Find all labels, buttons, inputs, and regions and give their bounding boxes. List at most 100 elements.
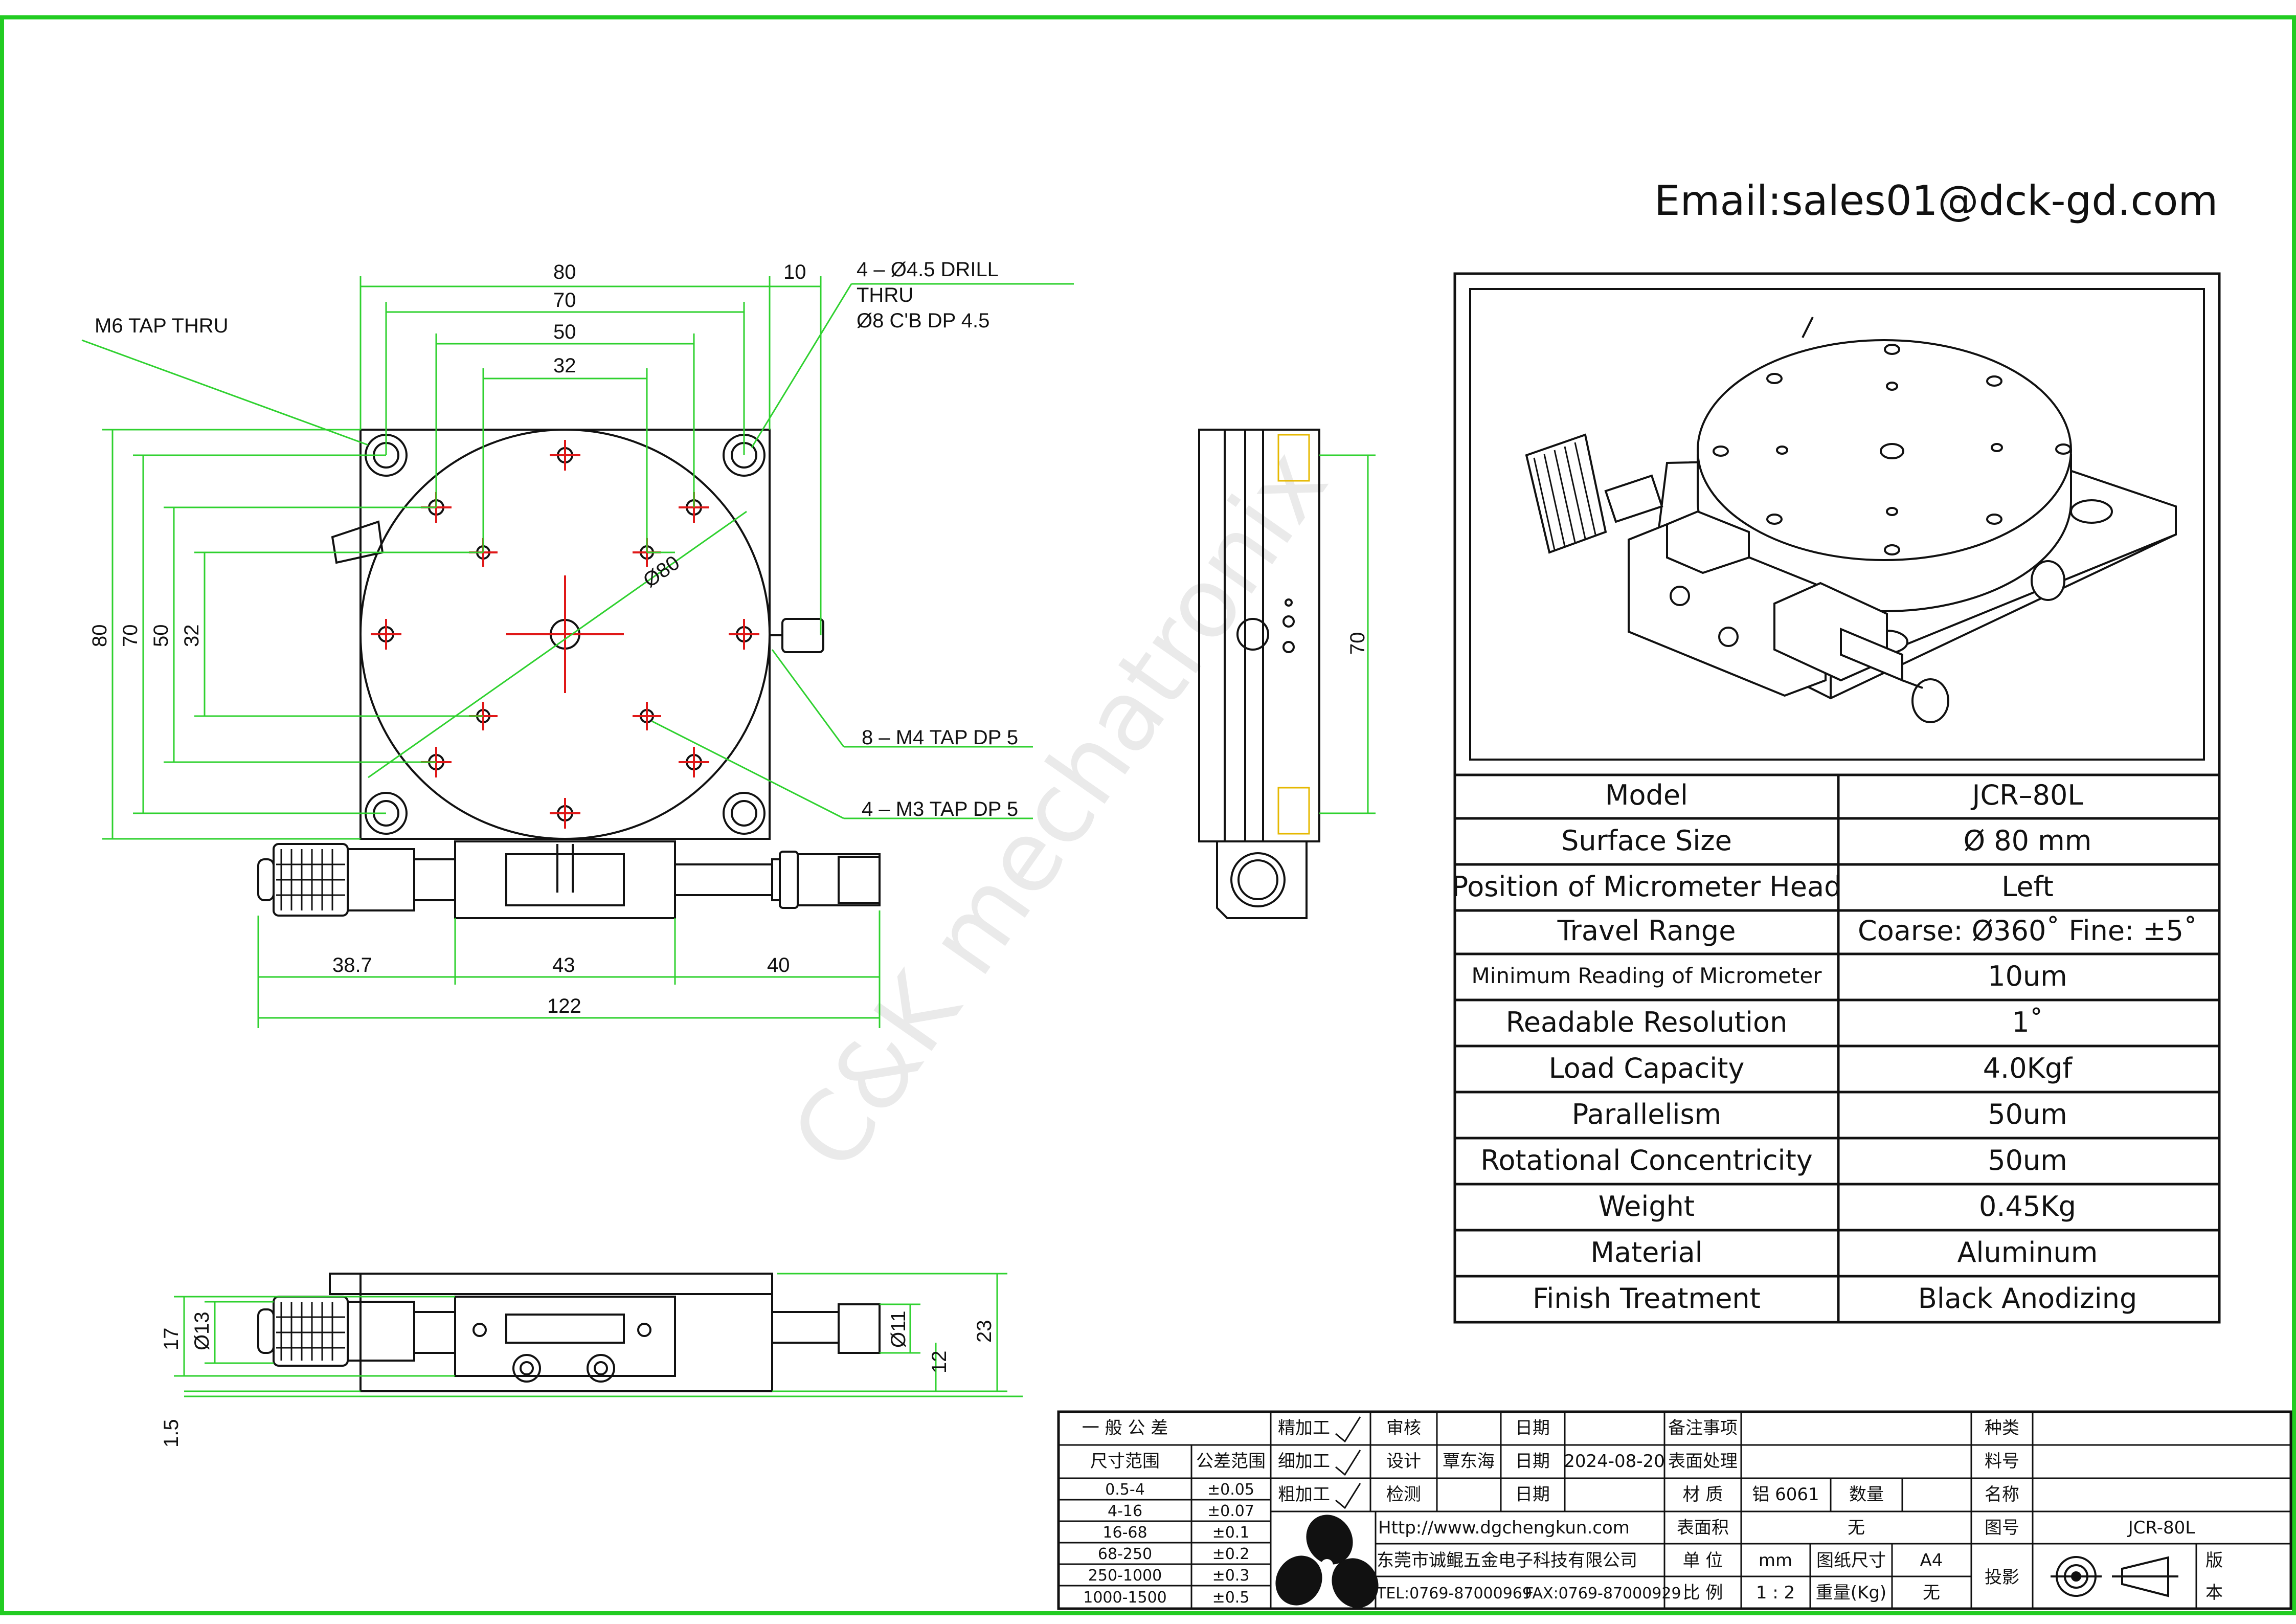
projection-symbol-icon [2051,1556,2178,1597]
tb-drawing-no-value: JCR-80L [2127,1518,2195,1538]
tb-scale-value: 1 : 2 [1756,1583,1795,1603]
tb-tol-4: ±0.2 [1212,1545,1250,1563]
spec-label-readable-resolution: Readable Resolution [1506,1006,1788,1038]
tb-unit-value: mm [1759,1550,1792,1571]
dim-front-23: 23 [973,1320,996,1343]
dim-left-32: 32 [181,625,203,648]
tb-tel: TEL:0769-87000969 [1376,1585,1532,1603]
spec-value-minimum-reading: 10um [1988,960,2067,992]
title-block: 一 般 公 差 尺寸范围 公差范围 0.5-4 ±0.05 4-16 ±0.07… [1057,1410,2292,1610]
spec-label-load-capacity: Load Capacity [1549,1052,1745,1084]
tb-tol-6: ±0.5 [1212,1589,1250,1607]
tb-drawing-no: 图号 [1985,1518,2019,1538]
spec-table: Model JCR–80L Surface Size Ø 80 mm Posit… [1452,773,2221,1324]
spec-label-weight: Weight [1599,1190,1695,1222]
tb-range-6: 1000-1500 [1083,1589,1167,1607]
top-view-dimension-lines [81,276,1074,1028]
email-address: Email:sales01@dck-gd.com [1654,177,2218,225]
dim-front-d11: Ø11 [887,1310,910,1348]
dim-top-50: 50 [553,321,576,343]
spec-label-rotational-concentricity: Rotational Concentricity [1480,1144,1812,1176]
tb-part-no: 料号 [1985,1451,2019,1472]
tb-tol-5: ±0.3 [1212,1567,1250,1585]
tb-paper-size: 图纸尺寸 [1816,1550,1886,1571]
tb-material-value: 铝 6061 [1752,1484,1819,1505]
spec-label-surface-size: Surface Size [1561,825,1732,857]
tb-tol-1: ±0.05 [1207,1481,1254,1499]
tb-tolerance-header: 一 般 公 差 [1082,1418,1168,1438]
dim-top-32: 32 [553,354,576,377]
spec-label-finish-treatment: Finish Treatment [1533,1282,1761,1315]
spec-label-model: Model [1605,779,1688,811]
tb-range-1: 0.5-4 [1105,1481,1145,1499]
tb-material: 材 质 [1683,1484,1723,1505]
tb-range-5: 250-1000 [1088,1567,1162,1585]
spec-value-model: JCR–80L [1971,779,2083,811]
tb-tol-2: ±0.07 [1207,1502,1254,1520]
tb-design: 设计 [1386,1451,1421,1472]
tb-tolerance-range: 公差范围 [1196,1451,1266,1472]
tb-finish-fine: 精加工 [1278,1418,1330,1438]
dim-bottom-43: 43 [552,954,575,976]
top-view [257,429,881,919]
tb-date-value: 2024-08-20 [1564,1451,1665,1472]
spec-value-surface-size: Ø 80 mm [1964,825,2092,857]
front-view-dimension-lines [174,1273,1023,1397]
dim-left-80: 80 [88,625,111,648]
tb-category: 种类 [1985,1418,2019,1438]
tb-finish-medium: 细加工 [1278,1451,1330,1472]
tb-quantity: 数量 [1849,1484,1884,1505]
tb-range-2: 4-16 [1108,1502,1142,1520]
side-view [1198,429,1320,919]
tb-date-1: 日期 [1515,1418,1550,1438]
spec-value-readable-resolution: 1˚ [2012,1006,2043,1038]
tb-scale: 比 例 [1683,1583,1723,1603]
spec-value-rotational-concentricity: 50um [1988,1144,2067,1176]
tb-weight-value: 无 [1923,1583,1940,1603]
dim-bottom-38-7: 38.7 [332,954,372,976]
tb-surface-treatment: 表面处理 [1668,1451,1738,1472]
dim-front-d13: Ø13 [191,1311,213,1350]
spec-value-micrometer-position: Left [2001,871,2054,903]
spec-value-travel-range: Coarse: Ø360˚ Fine: ±5˚ [1858,915,2197,947]
tb-version-2: 本 [2205,1583,2223,1603]
tb-notes: 备注事项 [1668,1418,1738,1438]
tb-name: 名称 [1985,1484,2019,1505]
spec-label-micrometer-position: Position of Micrometer Head [1452,871,1842,903]
front-view [257,1273,881,1392]
tb-company: 东莞市诚鲲五金电子科技有限公司 [1377,1550,1637,1571]
spec-value-load-capacity: 4.0Kgf [1983,1052,2074,1084]
tb-date-3: 日期 [1515,1484,1550,1505]
tb-tol-3: ±0.1 [1212,1524,1250,1542]
company-logo [1275,1515,1379,1608]
drawing-frame [0,15,2296,1615]
tb-fax: FAX:0769-87000929 [1525,1585,1681,1603]
dim-side-70: 70 [1346,632,1369,655]
tb-range-4: 68-250 [1098,1545,1152,1563]
tb-weight: 重量(Kg) [1816,1583,1886,1603]
stage-holes [1713,344,2072,555]
tb-review: 审核 [1386,1418,1421,1438]
tb-designer: 覃东海 [1443,1451,1495,1472]
spec-label-parallelism: Parallelism [1572,1098,1722,1130]
tb-range-3: 16-68 [1102,1524,1147,1542]
note-drill-line3: Ø8 C'B DP 4.5 [857,309,989,332]
dim-left-70: 70 [119,625,142,648]
spec-label-travel-range: Travel Range [1557,915,1736,947]
spec-value-parallelism: 50um [1988,1098,2067,1130]
micrometer-head [257,840,881,919]
note-m3-tap: 4 – M3 TAP DP 5 [862,798,1018,820]
dim-front-17: 17 [160,1328,183,1351]
tb-projection: 投影 [1985,1567,2019,1588]
dim-front-1-5: 1.5 [160,1419,183,1448]
spec-value-material: Aluminum [1957,1236,2098,1269]
tb-surface-area-value: 无 [1848,1518,1865,1538]
note-drill-line2: THRU [857,284,913,306]
dim-bottom-122: 122 [547,995,581,1017]
spec-value-finish-treatment: Black Anodizing [1918,1282,2137,1315]
tb-unit: 单 位 [1683,1550,1723,1571]
dim-top-80: 80 [553,261,576,283]
tb-surface-area: 表面积 [1677,1518,1729,1538]
dim-top-10: 10 [783,261,806,283]
